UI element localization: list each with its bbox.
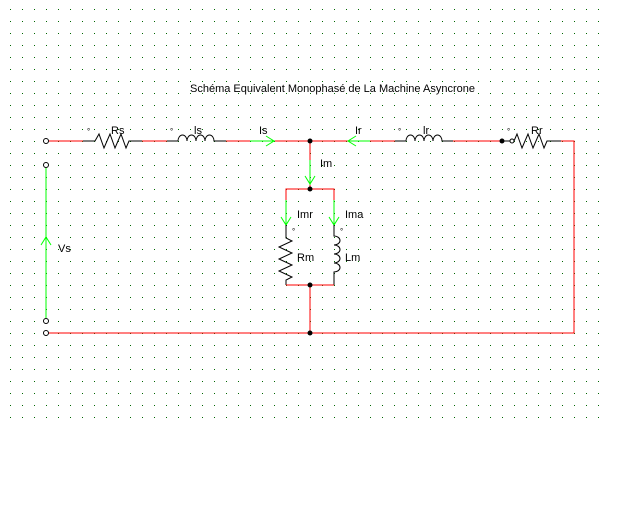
inductor-lr[interactable] (395, 134, 453, 142)
terminal-vs-minus[interactable] (43, 318, 49, 324)
label-rs: Rs (111, 125, 125, 137)
junction-node (307, 282, 313, 288)
junction-node (499, 138, 505, 144)
label-lm: Lm (345, 252, 360, 264)
voltage-arrow-vs (40, 168, 52, 318)
current-arrow-ir (347, 135, 370, 147)
label-ima: Ima (345, 209, 364, 221)
terminal-bottom[interactable] (43, 330, 49, 336)
label-ir-current: Ir (355, 125, 362, 137)
polarity-marker: ° (170, 127, 173, 136)
label-rm: Rm (297, 252, 314, 264)
resistor-rm[interactable] (277, 225, 294, 285)
current-arrow-ima (328, 200, 340, 226)
inductor-ls[interactable] (167, 134, 226, 142)
resistor-rr[interactable] (509, 132, 561, 150)
inductor-lm[interactable] (333, 225, 341, 285)
junction-node (307, 138, 313, 144)
label-im: Im (320, 158, 332, 170)
terminal-vs-plus[interactable] (43, 162, 49, 168)
terminal-top[interactable] (43, 138, 49, 144)
polarity-marker: ° (292, 227, 295, 236)
current-arrow-is (250, 135, 275, 147)
current-arrow-imr (280, 200, 292, 226)
label-rr: Rr (531, 125, 543, 137)
current-arrow-im (304, 160, 316, 185)
junction-node (307, 330, 313, 336)
resistor-rs[interactable] (83, 132, 142, 150)
polarity-marker: ° (507, 127, 510, 136)
diagram-title: Schéma Equivalent Monophasé de La Machin… (190, 83, 475, 95)
label-lr: lr (423, 125, 429, 137)
label-ls: ls (194, 125, 202, 137)
junction-node (307, 186, 313, 192)
label-is: Is (259, 125, 268, 137)
label-vs: Vs (58, 243, 71, 255)
polarity-marker: ° (340, 227, 343, 236)
polarity-marker: ° (87, 127, 90, 136)
polarity-marker: ° (398, 127, 401, 136)
label-imr: Imr (297, 209, 313, 221)
